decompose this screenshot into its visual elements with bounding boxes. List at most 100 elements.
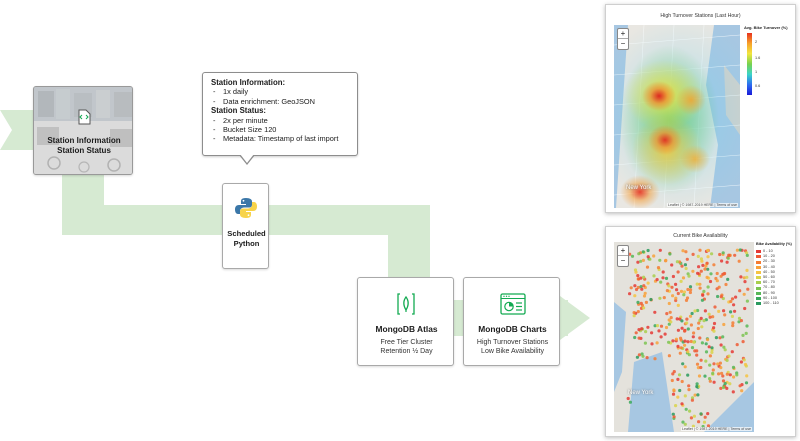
station-dot	[633, 294, 637, 298]
zoom-in-button[interactable]: +	[618, 246, 628, 256]
legend-swatch	[756, 265, 761, 269]
station-dot	[696, 366, 700, 370]
callout-item: 1x daily	[211, 87, 349, 97]
station-dot	[704, 350, 709, 354]
station-dot	[676, 377, 680, 381]
availability-legend-item: 10 - 20	[756, 254, 779, 259]
station-dot	[674, 298, 678, 303]
source-card: Station Information Station Status	[33, 86, 133, 175]
station-dot	[661, 276, 665, 280]
station-dot	[683, 339, 687, 343]
charts-title: MongoDB Charts	[478, 324, 547, 334]
station-dot	[684, 250, 688, 254]
document-icon	[78, 109, 91, 125]
station-dot	[659, 335, 663, 339]
station-dot	[679, 336, 683, 340]
station-dot	[710, 252, 714, 256]
source-title-line2: Station Status	[57, 146, 111, 155]
station-dot	[697, 321, 701, 325]
zoom-control[interactable]: + −	[617, 245, 629, 267]
station-dot	[659, 324, 664, 328]
station-dot	[688, 314, 693, 318]
station-dot	[725, 372, 729, 376]
zoom-out-button[interactable]: −	[620, 39, 626, 48]
station-dot	[735, 373, 739, 377]
station-dot	[671, 372, 675, 376]
heatmap-legend-title: Avg. Bike Turnover (%)	[744, 25, 788, 30]
station-dot	[700, 341, 704, 345]
flow-arrow-head	[560, 296, 590, 340]
station-dot	[730, 350, 734, 354]
station-dot	[737, 320, 741, 324]
station-dot	[698, 336, 702, 340]
availability-dot-map	[614, 242, 754, 432]
zoom-out-button[interactable]: −	[620, 256, 626, 265]
heatmap-legend-tick: 2	[755, 40, 758, 44]
station-dot	[683, 263, 687, 267]
station-dot	[725, 260, 729, 264]
station-dot	[702, 319, 706, 323]
station-dot	[672, 370, 676, 374]
station-dot	[678, 351, 682, 355]
station-dot	[708, 379, 712, 383]
station-dot	[633, 284, 637, 288]
station-dot	[691, 269, 695, 273]
station-dot	[721, 251, 725, 255]
station-dot	[698, 248, 702, 252]
heatmap-legend-tick: 1.6	[755, 56, 761, 60]
station-dot	[676, 270, 680, 274]
station-dot	[721, 385, 726, 390]
station-dot	[683, 365, 687, 369]
station-dot	[696, 308, 700, 313]
zoom-control[interactable]: + −	[617, 28, 629, 50]
legend-swatch	[756, 270, 761, 274]
station-dot	[683, 422, 687, 426]
station-dot	[709, 272, 713, 276]
heatmap-map: New York + − Leaflet | © 1987-2019 HERE …	[614, 25, 740, 208]
callout-item: 2x per minute	[211, 116, 349, 126]
station-dot	[641, 258, 645, 262]
availability-legend-item: 100 - 110	[756, 301, 779, 306]
station-dot	[710, 350, 714, 354]
station-dot	[681, 249, 685, 253]
station-dot	[712, 321, 717, 326]
station-dot	[690, 311, 694, 316]
station-dot	[733, 253, 737, 257]
station-dot	[675, 260, 679, 264]
station-dot	[708, 315, 712, 319]
station-dot	[675, 317, 679, 321]
station-dot	[646, 325, 650, 329]
station-dot	[703, 374, 707, 378]
station-dot	[737, 316, 742, 320]
station-dot	[721, 335, 725, 339]
station-dot	[720, 371, 724, 375]
station-dot	[667, 301, 671, 306]
zoom-in-button[interactable]: +	[618, 29, 628, 39]
legend-swatch	[756, 291, 761, 295]
availability-map: New York + − Leaflet | © 1987-2019 HERE …	[614, 242, 754, 432]
station-dot	[641, 354, 645, 358]
station-dot	[643, 341, 647, 345]
station-dot	[745, 253, 749, 257]
station-dot	[676, 395, 680, 399]
legend-label: 90 - 100	[763, 295, 777, 300]
station-dot	[664, 325, 669, 330]
station-dot	[697, 420, 701, 424]
station-dot	[703, 415, 707, 419]
map-attribution[interactable]: Leaflet | © 1987-2019 HERE | Terms of us…	[667, 203, 738, 207]
station-dot	[700, 298, 704, 302]
heatmap-panel: High Turnover Stations (Last Hour) New Y…	[605, 4, 796, 213]
station-dot	[726, 277, 730, 281]
station-dot	[706, 255, 710, 259]
station-dot	[632, 314, 636, 318]
station-dot	[667, 318, 671, 322]
station-dot	[723, 348, 727, 352]
station-dot	[643, 291, 647, 295]
station-dot	[715, 287, 719, 291]
legend-label: 80 - 90	[763, 290, 775, 295]
heat-blob	[642, 81, 676, 111]
station-dot	[698, 286, 702, 290]
availability-legend-item: 30 - 40	[756, 265, 779, 270]
map-attribution[interactable]: Leaflet | © 1987-2019 HERE | Terms of us…	[681, 427, 752, 431]
station-dot	[671, 294, 675, 298]
